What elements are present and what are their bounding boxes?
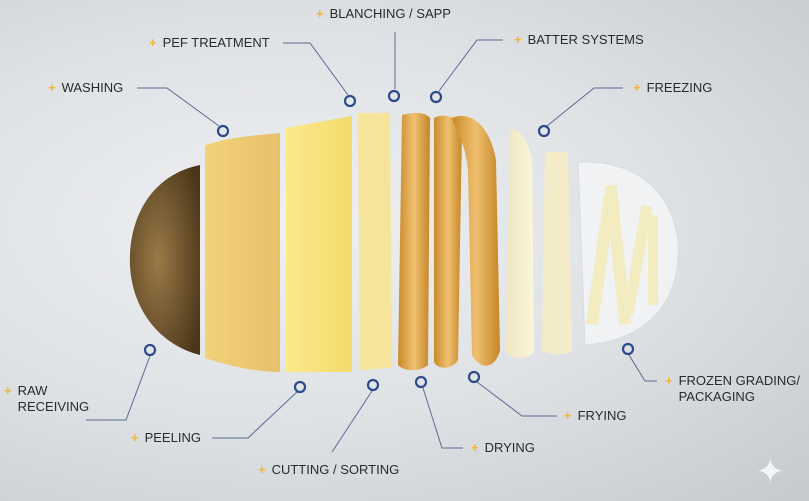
plus-icon: + xyxy=(471,440,479,455)
leader-cutting xyxy=(331,390,373,453)
label-drying: + DRYING xyxy=(471,440,535,456)
label-frozen-grading-packaging: + FROZEN GRADING/PACKAGING xyxy=(665,373,800,405)
label-freezing: + FREEZING xyxy=(633,80,712,96)
sparkle-icon: ✦ xyxy=(756,453,785,491)
label-pef-treatment: + PEF TREATMENT xyxy=(149,35,270,51)
label-text: RECEIVING xyxy=(17,399,90,414)
leader-freezing xyxy=(546,87,623,127)
leader-drying xyxy=(422,387,463,449)
bagged-fries xyxy=(586,184,658,326)
pef-stick xyxy=(358,113,392,370)
plus-icon: + xyxy=(665,373,673,388)
label-text: FRYING xyxy=(577,408,627,423)
ring-marker-icon xyxy=(143,343,157,357)
label-text: PEELING xyxy=(144,430,201,445)
label-text: BLANCHING / SAPP xyxy=(329,6,451,21)
fried-fry xyxy=(506,129,534,358)
plus-icon: + xyxy=(149,35,157,50)
ring-marker-icon xyxy=(387,89,401,103)
ring-marker-icon xyxy=(366,378,380,392)
leader-raw xyxy=(86,355,151,421)
leader-peeling xyxy=(212,391,298,439)
label-frying: + FRYING xyxy=(564,408,626,424)
leader-frozen xyxy=(628,354,657,382)
label-text: FREEZING xyxy=(646,80,713,95)
leader-batter xyxy=(438,39,503,92)
battered-fry xyxy=(452,115,500,366)
label-text: DRYING xyxy=(484,440,535,455)
ring-marker-icon xyxy=(343,94,357,108)
plus-icon: + xyxy=(633,80,641,95)
blanched-fry xyxy=(398,113,430,371)
label-text: BATTER SYSTEMS xyxy=(527,32,644,47)
plus-icon: + xyxy=(258,462,266,477)
ring-marker-icon xyxy=(621,342,635,356)
label-batter-systems: + BATTER SYSTEMS xyxy=(514,32,644,48)
label-text: PACKAGING xyxy=(678,389,755,404)
plus-icon: + xyxy=(316,6,324,21)
label-text: WASHING xyxy=(61,80,124,95)
ring-marker-icon xyxy=(467,370,481,384)
label-washing: + WASHING xyxy=(48,80,123,96)
label-cutting-sorting: + CUTTING / SORTING xyxy=(258,462,399,478)
plus-icon: + xyxy=(514,32,522,47)
ring-marker-icon xyxy=(293,380,307,394)
ring-marker-icon xyxy=(216,124,230,138)
raw-potato-slice xyxy=(129,165,200,355)
leader-pef xyxy=(283,42,349,96)
label-text: CUTTING / SORTING xyxy=(271,462,400,477)
label-text: FROZEN GRADING/ xyxy=(678,373,800,388)
dried-fry xyxy=(434,115,462,368)
plus-icon: + xyxy=(4,383,12,398)
label-text: RAW xyxy=(17,383,48,398)
ring-marker-icon xyxy=(414,375,428,389)
plus-icon: + xyxy=(131,430,139,445)
ring-marker-icon xyxy=(429,90,443,104)
ring-marker-icon xyxy=(537,124,551,138)
label-text: PEF TREATMENT xyxy=(162,35,270,50)
label-blanching-sapp: + BLANCHING / SAPP xyxy=(316,6,451,22)
peeled-block xyxy=(286,116,352,372)
washed-potato-slice xyxy=(205,133,280,372)
plus-icon: + xyxy=(48,80,56,95)
leader-frying xyxy=(476,381,557,417)
plus-icon: + xyxy=(564,408,572,423)
frozen-fry xyxy=(542,152,572,355)
leader-washing xyxy=(137,87,220,127)
label-peeling: + PEELING xyxy=(131,430,201,446)
